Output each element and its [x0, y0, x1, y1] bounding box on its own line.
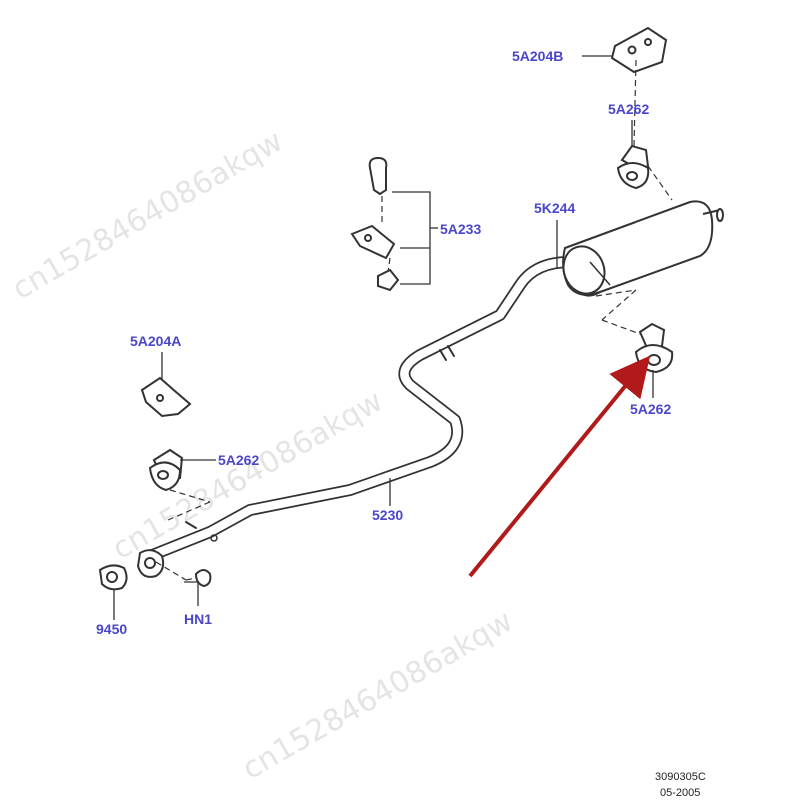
callout-5a204b: 5A204B: [512, 48, 563, 64]
callout-5a262-right: 5A262: [630, 401, 671, 417]
callout-5230: 5230: [372, 507, 403, 523]
rear-muffler: [562, 200, 724, 297]
bracket-5a204a: [140, 376, 192, 418]
insulator-right: [634, 322, 674, 374]
insulator-top: [616, 144, 650, 190]
callout-5a233: 5A233: [440, 221, 481, 237]
hanger-assembly-5a233: [350, 156, 400, 292]
assembly-lines: [155, 59, 673, 581]
leader-lines: [113, 55, 654, 620]
watermark-text-3: cn1528464086akqw: [237, 604, 519, 787]
exhaust-pipe: [144, 256, 576, 562]
callout-5a204a: 5A204A: [130, 333, 181, 349]
insulator-left: [148, 448, 184, 492]
bracket-5a204b: [610, 26, 668, 74]
flange-gasket: [98, 549, 165, 591]
callout-5k244: 5K244: [534, 200, 575, 216]
callout-9450: 9450: [96, 621, 127, 637]
callout-5a262-left: 5A262: [218, 452, 259, 468]
diagram-date: 05-2005: [660, 787, 700, 799]
watermark-text-1: cn1528464086akqw: [7, 124, 289, 307]
diagram-code: 3090305C: [655, 771, 706, 783]
red-pointer-arrow: [468, 355, 651, 578]
callout-hn1: HN1: [184, 611, 212, 627]
watermark-text-2: cn1528464086akqw: [107, 384, 389, 567]
callout-5a262-top: 5A262: [608, 101, 649, 117]
